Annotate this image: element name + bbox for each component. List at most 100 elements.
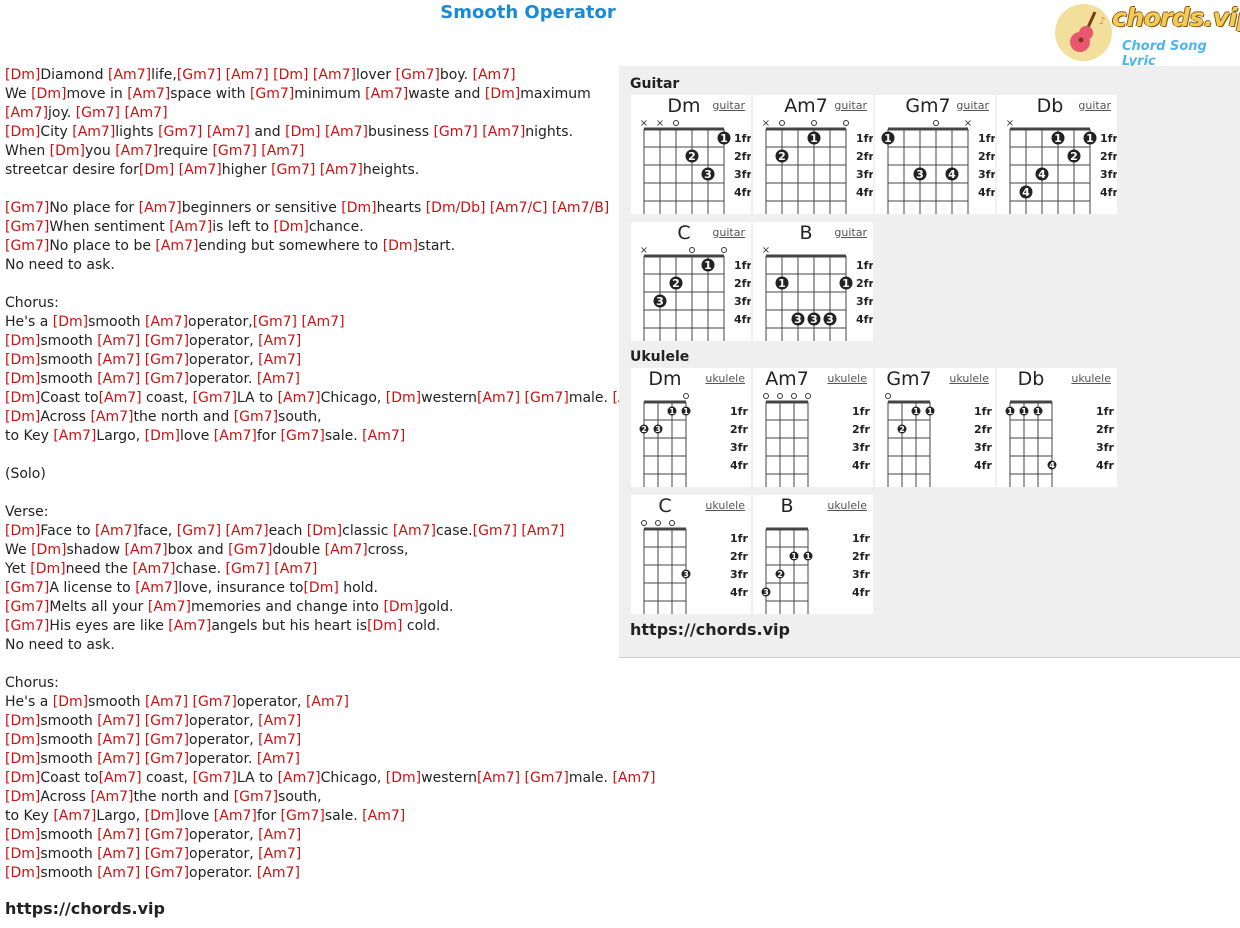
chord-tag[interactable]: [Am7]: [472, 67, 516, 83]
chord-tag[interactable]: [Am7]: [147, 599, 191, 615]
chord-tag[interactable]: [Am7]: [124, 105, 168, 121]
chord-tag[interactable]: [Am7]: [612, 770, 656, 786]
chord-tag[interactable]: [Am7]: [261, 143, 305, 159]
chord-tag[interactable]: [Dm]: [385, 770, 422, 786]
chord-tag[interactable]: [Gm7]: [192, 694, 237, 710]
chord-tag[interactable]: [Gm7]: [252, 314, 298, 330]
chord-tag[interactable]: [Dm]: [5, 333, 41, 349]
chord-tag[interactable]: [Am7]: [258, 846, 302, 862]
chord-tag[interactable]: [Dm]: [385, 390, 422, 406]
chord-tag[interactable]: [Gm7]: [144, 352, 190, 368]
chord-tag[interactable]: [Dm]: [273, 219, 309, 235]
chord-tag[interactable]: [Am7]: [305, 694, 349, 710]
chord-tag[interactable]: [Gm7]: [5, 580, 50, 596]
chord-tag[interactable]: [Dm]: [52, 694, 89, 710]
chord-tag[interactable]: [Am7]: [98, 390, 142, 406]
guitar-link[interactable]: guitar: [712, 99, 745, 112]
chord-tag[interactable]: [Gm7]: [5, 219, 50, 235]
chord-tag[interactable]: [Dm]: [5, 713, 41, 729]
chord-tag[interactable]: [Am7]: [476, 390, 521, 406]
chord-tag[interactable]: [Gm7]: [158, 124, 203, 140]
chord-tag[interactable]: [Am7]: [124, 542, 168, 558]
chord-tag[interactable]: [Am7]: [319, 162, 363, 178]
site-logo[interactable]: ♪ chords.vip Chord Song Lyric: [1052, 2, 1240, 69]
chord-tag[interactable]: [Gm7]: [144, 751, 190, 767]
chord-tag[interactable]: [Gm7]: [176, 523, 222, 539]
chord-tag[interactable]: [Dm]: [144, 808, 180, 824]
chord-tag[interactable]: [Am7/C]: [489, 200, 548, 216]
chord-tag[interactable]: [Am7]: [97, 352, 141, 368]
chord-tag[interactable]: [Dm]: [285, 124, 321, 140]
chord-tag[interactable]: [Gm7]: [5, 200, 50, 216]
chord-tag[interactable]: [Gm7]: [233, 409, 279, 425]
chord-tag[interactable]: [Am7]: [138, 200, 182, 216]
chord-tag[interactable]: [Gm7]: [280, 808, 325, 824]
chord-tag[interactable]: [Am7/B]: [551, 200, 610, 216]
ukulele-link[interactable]: ukulele: [949, 372, 989, 385]
chord-tag[interactable]: [Am7]: [155, 238, 199, 254]
chord-tag[interactable]: [Am7]: [362, 808, 406, 824]
chord-tag[interactable]: [Gm7]: [212, 143, 257, 159]
chord-tag[interactable]: [Am7]: [258, 827, 302, 843]
chord-tag[interactable]: [Dm/Db]: [425, 200, 486, 216]
chord-tag[interactable]: [Am7]: [97, 371, 141, 387]
chord-tag[interactable]: [Gm7]: [144, 371, 190, 387]
chord-tag[interactable]: [Dm]: [5, 124, 41, 140]
chord-tag[interactable]: [Am7]: [94, 523, 139, 539]
chord-tag[interactable]: [Dm]: [5, 770, 41, 786]
chord-tag[interactable]: [Dm]: [31, 542, 67, 558]
chord-tag[interactable]: [Am7]: [225, 67, 269, 83]
chord-tag[interactable]: [Am7]: [53, 808, 97, 824]
chord-tag[interactable]: [Am7]: [168, 618, 212, 634]
chord-tag[interactable]: [Dm]: [5, 789, 41, 805]
chord-tag[interactable]: [Am7]: [72, 124, 116, 140]
chord-tag[interactable]: [Dm]: [303, 580, 339, 596]
chord-tag[interactable]: [Am7]: [115, 143, 159, 159]
chord-tag[interactable]: [Dm]: [5, 67, 41, 83]
chord-tag[interactable]: [Gm7]: [144, 827, 190, 843]
chord-tag[interactable]: [Am7]: [258, 732, 302, 748]
chord-tag[interactable]: [Gm7]: [144, 865, 190, 881]
chord-tag[interactable]: [Gm7]: [228, 542, 273, 558]
chord-tag[interactable]: [Am7]: [98, 770, 142, 786]
chord-tag[interactable]: [Gm7]: [75, 105, 121, 121]
chord-tag[interactable]: [Dm]: [367, 618, 403, 634]
chord-tag[interactable]: [Am7]: [362, 428, 406, 444]
chord-tag[interactable]: [Gm7]: [5, 238, 50, 254]
chord-tag[interactable]: [Dm]: [5, 827, 41, 843]
ukulele-link[interactable]: ukulele: [705, 372, 745, 385]
chord-tag[interactable]: [Am7]: [144, 694, 189, 710]
chord-tag[interactable]: [Dm]: [52, 314, 89, 330]
chord-tag[interactable]: [Am7]: [97, 732, 141, 748]
chord-tag[interactable]: [Am7]: [97, 713, 141, 729]
chord-tag[interactable]: [Am7]: [97, 827, 141, 843]
chord-tag[interactable]: [Am7]: [301, 314, 345, 330]
chord-tag[interactable]: [Am7]: [258, 352, 302, 368]
chord-tag[interactable]: [Gm7]: [249, 86, 295, 102]
chord-tag[interactable]: [Am7]: [521, 523, 565, 539]
chord-tag[interactable]: [Am7]: [97, 865, 141, 881]
chord-tag[interactable]: [Gm7]: [524, 770, 569, 786]
chord-tag[interactable]: [Dm]: [341, 200, 377, 216]
chord-tag[interactable]: [Dm]: [30, 561, 66, 577]
chord-tag[interactable]: [Am7]: [392, 523, 436, 539]
chord-tag[interactable]: [Gm7]: [144, 846, 190, 862]
chord-tag[interactable]: [Am7]: [274, 561, 318, 577]
chord-tag[interactable]: [Am7]: [256, 865, 300, 881]
chord-tag[interactable]: [Am7]: [135, 580, 179, 596]
chord-tag[interactable]: [Gm7]: [192, 770, 237, 786]
guitar-link[interactable]: guitar: [712, 226, 745, 239]
chord-tag[interactable]: [Gm7]: [192, 390, 237, 406]
chord-tag[interactable]: [Am7]: [277, 770, 321, 786]
chord-tag[interactable]: [Dm]: [383, 599, 419, 615]
chord-tag[interactable]: [Am7]: [178, 162, 222, 178]
chord-tag[interactable]: [Dm]: [31, 86, 67, 102]
ukulele-link[interactable]: ukulele: [1071, 372, 1111, 385]
chord-tag[interactable]: [Gm7]: [144, 732, 190, 748]
chord-tag[interactable]: [Am7]: [127, 86, 171, 102]
